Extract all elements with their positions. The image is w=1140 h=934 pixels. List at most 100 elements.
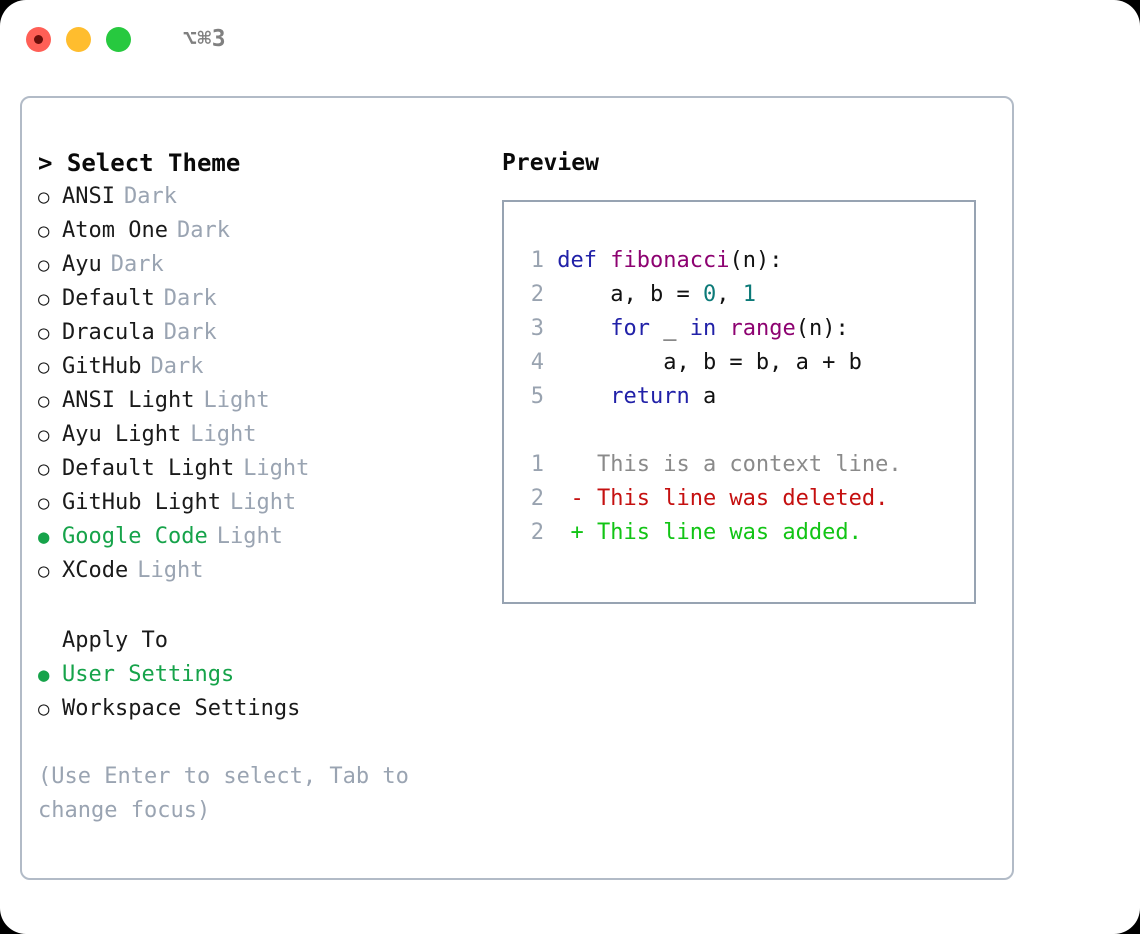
minimize-button-icon[interactable] bbox=[66, 26, 91, 52]
radio-unselected-icon: ○ bbox=[38, 698, 50, 720]
radio-unselected-icon: ○ bbox=[38, 458, 50, 480]
code-token: _ bbox=[649, 316, 690, 341]
option-variant-tag: Light bbox=[229, 490, 297, 515]
code-line: 2 a, b = 0, 1 bbox=[522, 278, 902, 312]
line-number: 1 bbox=[530, 248, 544, 273]
option-variant-tag: Dark bbox=[110, 252, 164, 277]
option-variant-tag: Light bbox=[203, 388, 270, 413]
option-variant-tag: Light bbox=[243, 456, 310, 481]
apply-option-1[interactable]: ○ Workspace Settings bbox=[38, 692, 488, 726]
option-variant-tag: Light bbox=[216, 524, 283, 549]
radio-unselected-icon: ○ bbox=[38, 220, 50, 242]
apply-option-0[interactable]: ●User Settings bbox=[38, 658, 488, 692]
code-token bbox=[597, 248, 610, 273]
title-bar: ⌥⌘3 bbox=[0, 0, 1140, 78]
radio-unselected-icon: ○ bbox=[38, 288, 50, 310]
radio-unselected-icon: ○ bbox=[38, 186, 50, 208]
code-token: a, b = bbox=[557, 282, 703, 307]
line-number: 1 bbox=[530, 452, 544, 477]
gutter-space bbox=[544, 384, 557, 409]
radio-unselected-icon: ○ bbox=[38, 390, 50, 412]
theme-option-3[interactable]: ○ Default Dark bbox=[38, 282, 488, 316]
keyboard-hint-text: (Use Enter to select, Tab to change focu… bbox=[38, 764, 423, 823]
select-theme-header: > Select Theme bbox=[38, 149, 241, 177]
code-token: for bbox=[610, 316, 650, 341]
code-diff-separator bbox=[522, 414, 902, 448]
radio-unselected-icon: ○ bbox=[38, 492, 50, 514]
option-label: Workspace Settings bbox=[62, 696, 301, 721]
code-token: in bbox=[689, 316, 717, 341]
option-label: GitHub bbox=[62, 354, 142, 379]
window-controls bbox=[26, 26, 131, 52]
gutter-space bbox=[544, 248, 557, 273]
option-variant-tag: Dark bbox=[163, 320, 217, 345]
option-label: Ayu Light bbox=[62, 422, 182, 447]
theme-option-4[interactable]: ○ Dracula Dark bbox=[38, 316, 488, 350]
option-label: ANSI bbox=[62, 184, 115, 209]
option-label: Google Code bbox=[62, 524, 208, 549]
line-number: 3 bbox=[530, 316, 544, 341]
apply-to-header: Apply To bbox=[62, 628, 168, 653]
option-label: User Settings bbox=[62, 662, 235, 687]
option-label: ANSI Light bbox=[62, 388, 195, 413]
code-token: a, b = b, a + b bbox=[557, 350, 862, 375]
option-label: Default bbox=[62, 286, 155, 311]
code-token: range bbox=[729, 316, 796, 341]
radio-unselected-icon: ○ bbox=[38, 322, 50, 344]
line-number: 5 bbox=[530, 384, 544, 409]
option-label: Ayu bbox=[62, 252, 102, 277]
code-token: def bbox=[557, 248, 597, 273]
preview-title: Preview bbox=[502, 150, 599, 176]
code-token: (n): bbox=[795, 316, 849, 341]
option-label: Atom One bbox=[62, 218, 168, 243]
code-token: fibonacci bbox=[610, 248, 730, 273]
diff-text: - This line was deleted. bbox=[544, 486, 889, 511]
option-variant-tag: Dark bbox=[150, 354, 204, 379]
gutter-space bbox=[544, 316, 557, 341]
code-token: 1 bbox=[742, 282, 756, 307]
radio-unselected-icon: ○ bbox=[38, 560, 50, 582]
keyboard-shortcut-label: ⌥⌘3 bbox=[183, 26, 227, 52]
diff-line: 2 - This line was deleted. bbox=[522, 482, 902, 516]
zoom-button-icon[interactable] bbox=[106, 26, 131, 52]
gutter-space bbox=[544, 282, 557, 307]
gutter-space bbox=[544, 350, 557, 375]
diff-line: 1 This is a context line. bbox=[522, 448, 902, 482]
code-line: 5 return a bbox=[522, 380, 902, 414]
theme-option-6[interactable]: ○ ANSI Light Light bbox=[38, 384, 488, 418]
code-token: 0 bbox=[702, 282, 717, 307]
code-token: a bbox=[689, 384, 717, 409]
theme-option-0[interactable]: ○ ANSI Dark bbox=[38, 180, 488, 214]
preview-column: Preview 1 def fibonacci(n):2 a, b = 0, 1… bbox=[502, 146, 998, 604]
code-token: , bbox=[716, 282, 743, 307]
code-token bbox=[557, 316, 610, 341]
code-token: (n): bbox=[729, 248, 783, 273]
theme-option-5[interactable]: ○ GitHub Dark bbox=[38, 350, 488, 384]
option-variant-tag: Dark bbox=[163, 286, 217, 311]
theme-option-10[interactable]: ● Google Code Light bbox=[38, 520, 488, 554]
code-token bbox=[557, 384, 610, 409]
option-variant-tag: Dark bbox=[123, 184, 177, 209]
apply-to-option-list[interactable]: ●User Settings ○ Workspace Settings bbox=[38, 658, 488, 726]
close-button-icon[interactable] bbox=[26, 26, 51, 52]
diff-text: This is a context line. bbox=[544, 452, 902, 477]
option-label: Dracula bbox=[62, 320, 155, 345]
code-token: return bbox=[610, 384, 690, 409]
diff-text: + This line was added. bbox=[544, 520, 862, 545]
radio-unselected-icon: ○ bbox=[38, 356, 50, 378]
radio-selected-icon: ● bbox=[38, 526, 50, 548]
option-label: XCode bbox=[62, 558, 129, 583]
